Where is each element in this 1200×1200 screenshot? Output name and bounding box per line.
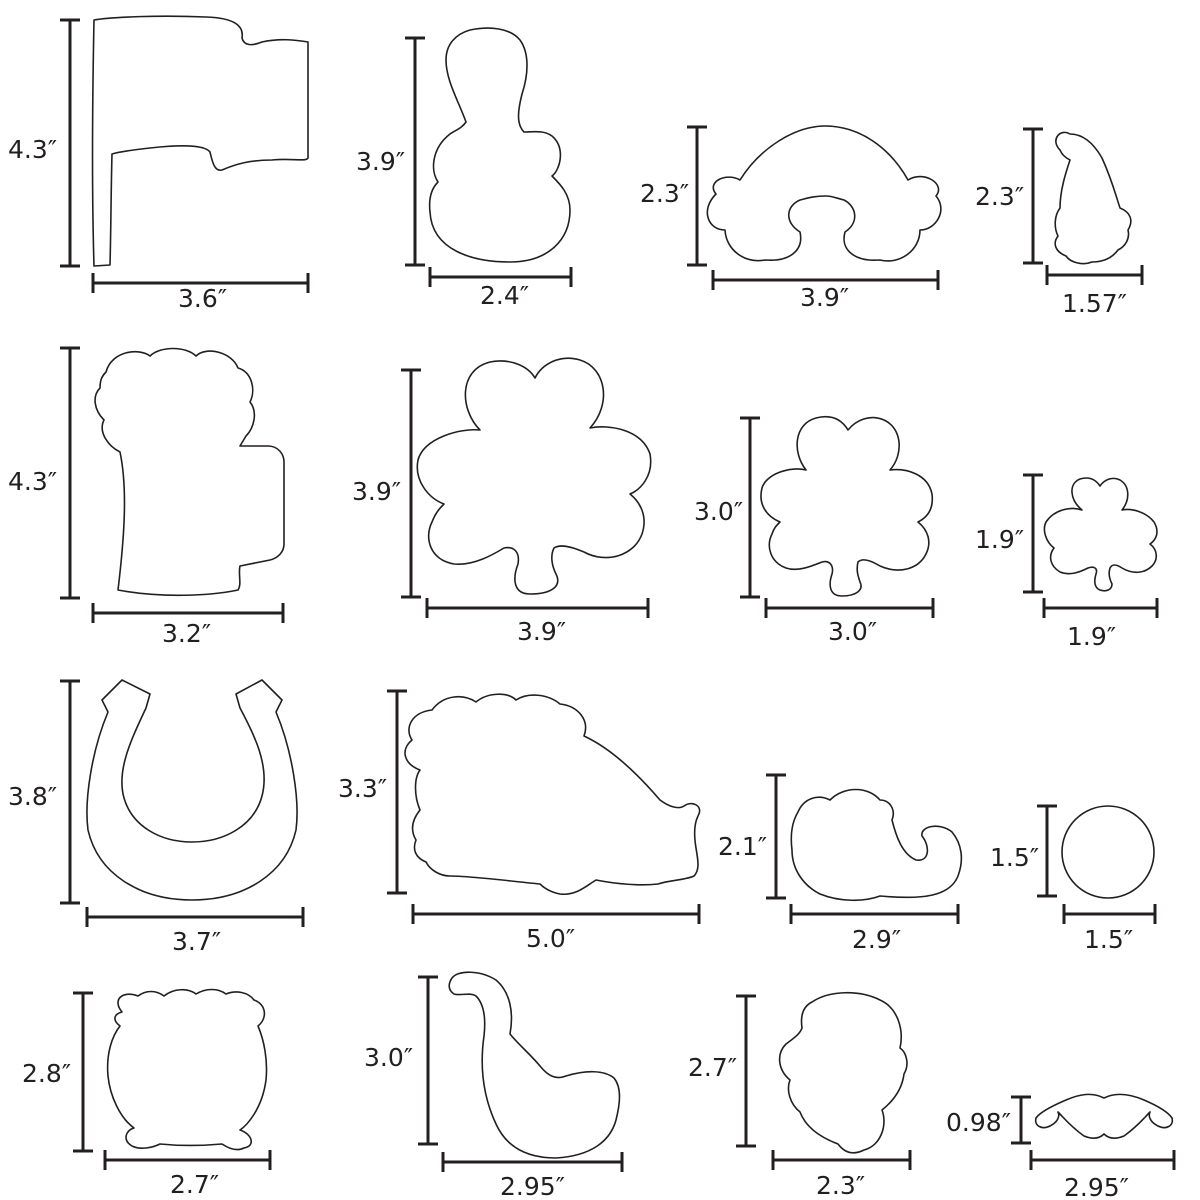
pipe-height-line	[418, 975, 438, 1146]
shamrock-small-width-label: 1.9″	[1067, 622, 1116, 651]
horseshoe-height-line	[60, 679, 80, 905]
beer-mug-icon	[94, 347, 285, 597]
pot-of-gold-height-line	[73, 991, 93, 1153]
leprechaun-head-width-line	[771, 1150, 912, 1170]
elf-shoe-width-label: 2.9″	[852, 925, 901, 954]
cutter-shamrock-large: 3.9″ 3.9″	[352, 357, 652, 646]
shamrock-small-height-line	[1023, 473, 1043, 594]
coin-height-label: 1.5″	[990, 843, 1039, 872]
rainbow-height-line	[687, 125, 707, 267]
shamrock-large-height-line	[401, 368, 421, 599]
cutter-beer-mug: 4.3″ 3.2″	[8, 346, 285, 648]
gold-cart-height-label: 3.3″	[338, 774, 387, 803]
gnome-height-label: 2.3″	[975, 182, 1024, 211]
horseshoe-width-label: 3.7″	[172, 927, 221, 956]
rainbow-width-label: 3.9″	[800, 283, 849, 312]
pot-of-gold-height-label: 2.8″	[22, 1059, 71, 1088]
gold-cart-height-line	[387, 689, 407, 895]
shamrock-large-height-label: 3.9″	[352, 477, 401, 506]
gnome-width-label: 1.57″	[1062, 289, 1127, 318]
rainbow-height-label: 2.3″	[640, 179, 689, 208]
cutter-pot-of-gold: 2.8″ 2.7″	[22, 988, 272, 1199]
pot-of-gold-width-label: 2.7″	[170, 1170, 219, 1199]
beer-mug-width-label: 3.2″	[162, 619, 211, 648]
flag-height-label: 4.3″	[8, 135, 57, 164]
beer-mug-width-line	[91, 603, 285, 623]
cutter-rainbow: 2.3″ 3.9″	[640, 125, 942, 312]
cutter-leprechaun-head: 2.7″ 2.3″	[688, 991, 912, 1200]
mustache-width-line	[1029, 1150, 1176, 1170]
coin-width-label: 1.5″	[1084, 925, 1133, 954]
cutter-pipe: 3.0″ 2.95″	[364, 971, 624, 1200]
mustache-height-label: 0.98″	[946, 1108, 1011, 1137]
shamrock-medium-width-line	[764, 598, 935, 618]
mustache-icon	[1034, 1093, 1174, 1139]
cutter-mustache: 0.98″ 2.95″	[946, 1093, 1176, 1200]
pipe-width-label: 2.95″	[500, 1172, 565, 1200]
coin-icon	[1061, 805, 1155, 899]
beer-mug-height-line	[60, 346, 80, 600]
elf-shoe-height-line	[766, 773, 786, 900]
leprechaun-head-width-label: 2.3″	[816, 1171, 865, 1200]
rainbow-icon	[706, 125, 942, 262]
flag-icon	[91, 15, 309, 267]
gnome-icon	[1054, 131, 1132, 265]
cutter-elf-shoe: 2.1″ 2.9″	[718, 773, 963, 954]
cutter-shamrock-medium: 3.0″ 3.0″	[694, 415, 935, 646]
shamrock-small-width-line	[1042, 598, 1159, 618]
elf-shoe-icon	[790, 788, 963, 902]
gold-cart-width-label: 5.0″	[526, 924, 575, 953]
shamrock-large-icon	[416, 357, 652, 595]
shamrock-small-icon	[1043, 477, 1158, 592]
leprechaun-head-height-line	[736, 994, 756, 1148]
shamrock-medium-height-line	[740, 416, 760, 599]
beer-mug-height-label: 4.3″	[8, 467, 57, 496]
cutter-gnome: 2.3″ 1.57″	[975, 127, 1144, 318]
gold-cart-icon	[404, 693, 701, 896]
flag-width-label: 3.6″	[178, 284, 227, 313]
shamrock-medium-width-label: 3.0″	[828, 617, 877, 646]
coin-width-line	[1062, 904, 1157, 924]
cutter-coin: 1.5″ 1.5″	[990, 804, 1157, 954]
flag-height-line	[60, 18, 80, 268]
coin-height-line	[1037, 804, 1057, 898]
snowman-icon	[428, 27, 571, 263]
shamrock-large-width-line	[425, 598, 650, 618]
cutter-flag: 4.3″ 3.6″	[8, 15, 310, 313]
pot-of-gold-width-line	[103, 1150, 272, 1170]
horseshoe-height-label: 3.8″	[8, 782, 57, 811]
pipe-height-label: 3.0″	[364, 1043, 413, 1072]
horseshoe-width-line	[85, 907, 305, 927]
horseshoe-icon	[86, 679, 298, 901]
elf-shoe-width-line	[789, 904, 960, 924]
flag-width-line	[91, 273, 310, 293]
cutter-snowman: 3.9″ 2.4″	[356, 27, 573, 310]
cutter-horseshoe: 3.8″ 3.7″	[8, 679, 305, 956]
shamrock-small-height-label: 1.9″	[975, 525, 1024, 554]
cutter-shamrock-small: 1.9″ 1.9″	[975, 473, 1159, 651]
pot-of-gold-icon	[106, 988, 268, 1151]
rainbow-width-line	[711, 270, 940, 290]
gnome-height-line	[1023, 127, 1043, 265]
mustache-width-label: 2.95″	[1064, 1173, 1129, 1200]
cutter-gold-cart: 3.3″ 5.0″	[338, 689, 701, 953]
snowman-height-line	[405, 36, 425, 267]
shamrock-large-width-label: 3.9″	[517, 617, 566, 646]
shamrock-medium-height-label: 3.0″	[694, 497, 743, 526]
gnome-width-line	[1045, 265, 1144, 285]
mustache-height-line	[1011, 1095, 1031, 1145]
elf-shoe-height-label: 2.1″	[718, 832, 767, 861]
snowman-height-label: 3.9″	[356, 147, 405, 176]
snowman-width-label: 2.4″	[480, 281, 529, 310]
shamrock-medium-icon	[760, 415, 934, 597]
pipe-icon	[448, 971, 621, 1159]
pipe-width-line	[441, 1152, 624, 1172]
gold-cart-width-line	[411, 904, 701, 924]
leprechaun-head-height-label: 2.7″	[688, 1053, 737, 1082]
snowman-width-line	[428, 267, 573, 287]
leprechaun-head-icon	[778, 991, 908, 1154]
